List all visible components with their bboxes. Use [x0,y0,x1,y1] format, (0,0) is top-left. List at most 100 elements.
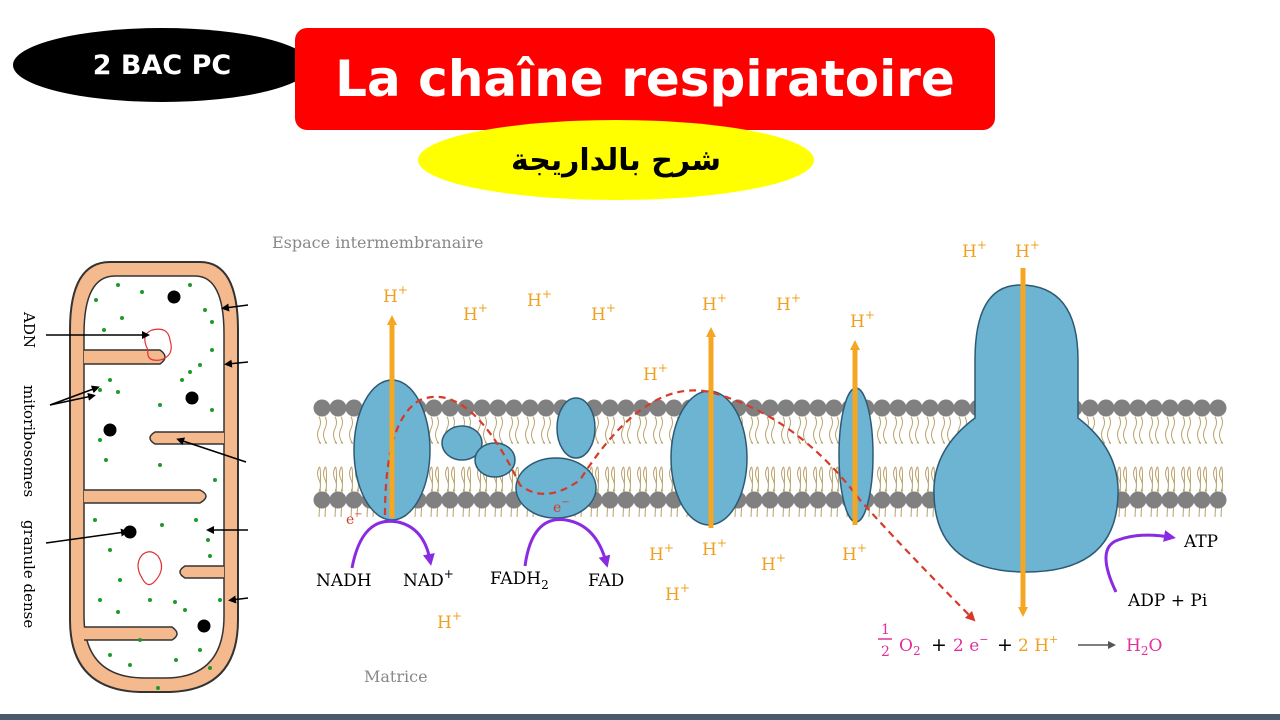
atp-synthase [934,285,1118,572]
lipid-head [906,492,923,509]
lipid-head [458,492,475,509]
lipid-tail [878,417,881,444]
lipid-tail [654,417,657,444]
equation-fraction-denominator: 2 [881,644,890,660]
lipid-head [474,492,491,509]
lipid-head [634,492,651,509]
proton-label: H+ [962,238,987,262]
lipid-tail [340,417,343,444]
proton-label: H+ [776,291,801,315]
lipid-head [1162,492,1179,509]
lipid-tail [1150,417,1153,444]
lipid-head [810,492,827,509]
lipid-head [890,492,907,509]
lipid-tail [532,417,535,444]
crista [180,566,224,578]
lipid-tail [622,417,625,444]
lipid-tail [644,417,647,444]
electron-label: e− [346,509,363,528]
mito-inner-space [84,276,224,678]
proton-label: H+ [761,551,786,575]
lipid-tail [1172,417,1175,444]
lipid-head [506,400,523,417]
lipid-tail [1204,417,1207,444]
lipid-tail [932,417,935,444]
lipid-tail [436,417,439,444]
lipid-tail [516,417,519,444]
proton-label: H+ [850,308,875,332]
lipid-head [1178,400,1195,417]
granule [186,392,199,405]
lipid-head [1130,400,1147,417]
lipid-tail [542,417,545,444]
lipid-tail [772,417,775,444]
lipid-head [874,492,891,509]
lipid-tail [1156,417,1159,444]
lipid-head [330,400,347,417]
lipid-head [474,400,491,417]
lipid-tail [334,417,337,444]
proton-label: H+ [463,301,488,325]
fadh2-label: FADH2 [490,569,549,592]
equation-plus: + [931,634,947,656]
lipid-tail [830,417,833,444]
lipid-head [330,492,347,509]
lipid-head [650,400,667,417]
lipid-head [826,400,843,417]
nadh-arrow [352,521,430,568]
lipid-tail [900,417,903,444]
water-formation-equation: 1 2 O2 + 2 e− + 2 H+ H2O [878,622,1162,660]
lipid-tail [814,417,817,444]
lipid-head [762,492,779,509]
lipid-tail [1102,417,1105,444]
equation-oxygen: O2 [899,636,921,658]
atp-arrow [1106,535,1170,592]
lipid-tail [596,417,599,444]
granule [124,526,137,539]
adp-pi-label: ADP + Pi [1127,591,1208,611]
lipid-tail [798,417,801,444]
lipid-tail [1134,417,1137,444]
lipid-head [906,400,923,417]
lipid-head [314,492,331,509]
lipid-head [778,492,795,509]
matrix-label: Matrice [364,667,428,686]
label-adn: ADN [20,311,38,348]
lipid-head [1178,492,1195,509]
lipid-head [922,400,939,417]
complex-ii-part [475,443,515,477]
protein-complexes [354,285,1118,572]
proton-label: H+ [842,541,867,565]
lipid-head [954,400,971,417]
lipid-tail [510,417,513,444]
lipid-head [778,400,795,417]
lipid-tail [916,417,919,444]
lipid-head [1194,492,1211,509]
bottom-border [0,714,1280,720]
lipid-tail [526,417,529,444]
lipid-head [890,400,907,417]
lipid-tail [606,417,609,444]
lipid-head [794,400,811,417]
lipid-tail [884,417,887,444]
lipid-tail [782,417,785,444]
lipid-tail [660,417,663,444]
lipid-tail [324,417,327,444]
lipid-tail [942,417,945,444]
granule [104,424,117,437]
lipid-tail [926,417,929,444]
lipid-head [1130,492,1147,509]
nadh-label: NADH [316,571,372,591]
lipid-head [762,400,779,417]
lipid-head [442,492,459,509]
proton-label: H+ [702,291,727,315]
complex-ii-part [557,398,595,458]
label-granule-dense: granule dense [20,520,38,628]
lipid-head [826,492,843,509]
nad-plus-label: NAD+ [403,567,454,591]
lipid-head [618,400,635,417]
proton-label: H+ [591,301,616,325]
lipid-head [746,492,763,509]
lipid-head [314,400,331,417]
